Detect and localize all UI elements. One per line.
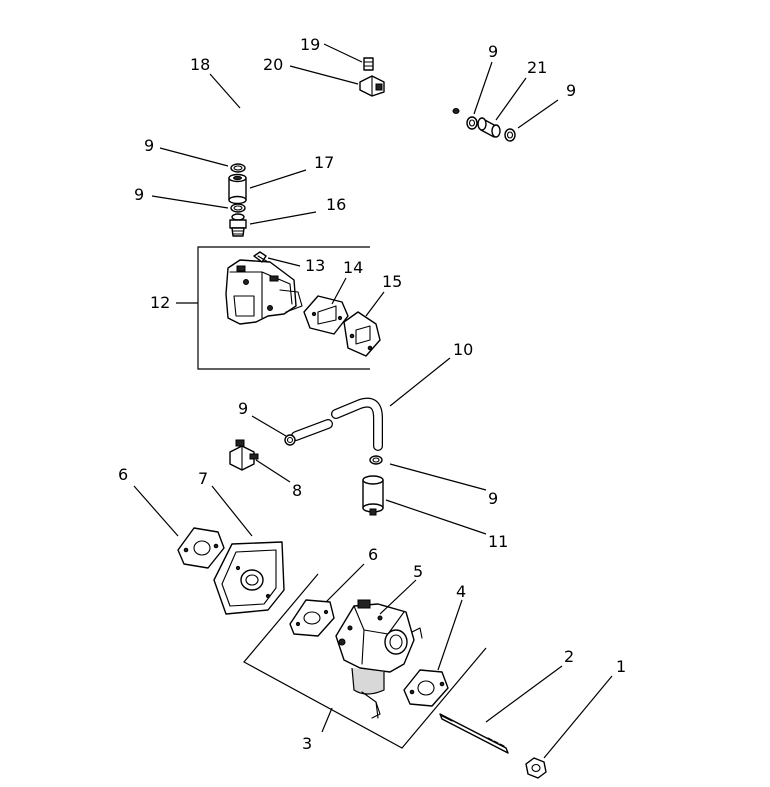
label-6-right: 6 — [368, 545, 378, 564]
leader-lines — [133, 43, 613, 759]
gasket-6-left[interactable] — [177, 527, 225, 569]
fitting-20[interactable] — [359, 75, 385, 97]
hose-21[interactable] — [477, 117, 501, 138]
label-9-top-b: 9 — [566, 81, 576, 100]
label-14: 14 — [343, 258, 363, 277]
label-19: 19 — [300, 35, 320, 54]
label-16: 16 — [326, 195, 346, 214]
label-11: 11 — [488, 532, 508, 551]
label-13: 13 — [305, 256, 325, 275]
fuel-pump-13[interactable] — [225, 251, 303, 325]
gasket-4[interactable] — [403, 669, 449, 707]
fitting-8[interactable] — [229, 439, 259, 471]
label-9-top-a: 9 — [488, 42, 498, 61]
carburetor-assembly-box-3 — [243, 573, 487, 749]
label-9-mid-right: 9 — [488, 489, 498, 508]
clamp-9-mid-left[interactable] — [284, 434, 296, 446]
label-4: 4 — [456, 582, 466, 601]
part-labels: 19 20 18 9 21 9 9 17 9 16 12 13 14 15 10… — [118, 35, 626, 753]
plug-19[interactable] — [363, 57, 374, 71]
label-1: 1 — [616, 657, 626, 676]
fuel-filter-11[interactable] — [362, 475, 384, 516]
clamp-9-mid-right[interactable] — [369, 455, 383, 465]
fuel-line-18[interactable] — [236, 20, 460, 160]
label-9-left-a: 9 — [144, 136, 154, 155]
carburetor-5[interactable] — [335, 599, 423, 719]
label-15: 15 — [382, 272, 402, 291]
fitting-16[interactable] — [229, 213, 247, 237]
label-3: 3 — [302, 734, 312, 753]
hose-17[interactable] — [228, 173, 247, 205]
nut-1[interactable] — [525, 757, 547, 779]
label-8: 8 — [292, 481, 302, 500]
spacer-7[interactable] — [213, 541, 285, 615]
label-9-left-b: 9 — [134, 185, 144, 204]
label-20: 20 — [263, 55, 283, 74]
stud-2[interactable] — [439, 713, 509, 754]
clamp-9-upper-left[interactable] — [230, 163, 246, 173]
label-17: 17 — [314, 153, 334, 172]
label-10: 10 — [453, 340, 473, 359]
label-7: 7 — [198, 469, 208, 488]
label-6-left: 6 — [118, 465, 128, 484]
label-2: 2 — [564, 647, 574, 666]
label-18: 18 — [190, 55, 210, 74]
label-21: 21 — [527, 58, 547, 77]
label-12: 12 — [150, 293, 170, 312]
gasket-6-right[interactable] — [289, 599, 335, 637]
fuel-pump-kit-box-12 — [197, 246, 370, 370]
clamp-9-right-a[interactable] — [466, 116, 478, 130]
clamp-9-lower-left[interactable] — [230, 203, 246, 213]
gasket-15[interactable] — [343, 311, 381, 357]
fuel-line-10[interactable] — [291, 397, 383, 451]
clamp-9-right-b[interactable] — [504, 128, 516, 142]
label-9-mid-left: 9 — [238, 399, 248, 418]
gasket-14[interactable] — [303, 295, 349, 335]
label-5: 5 — [413, 562, 423, 581]
